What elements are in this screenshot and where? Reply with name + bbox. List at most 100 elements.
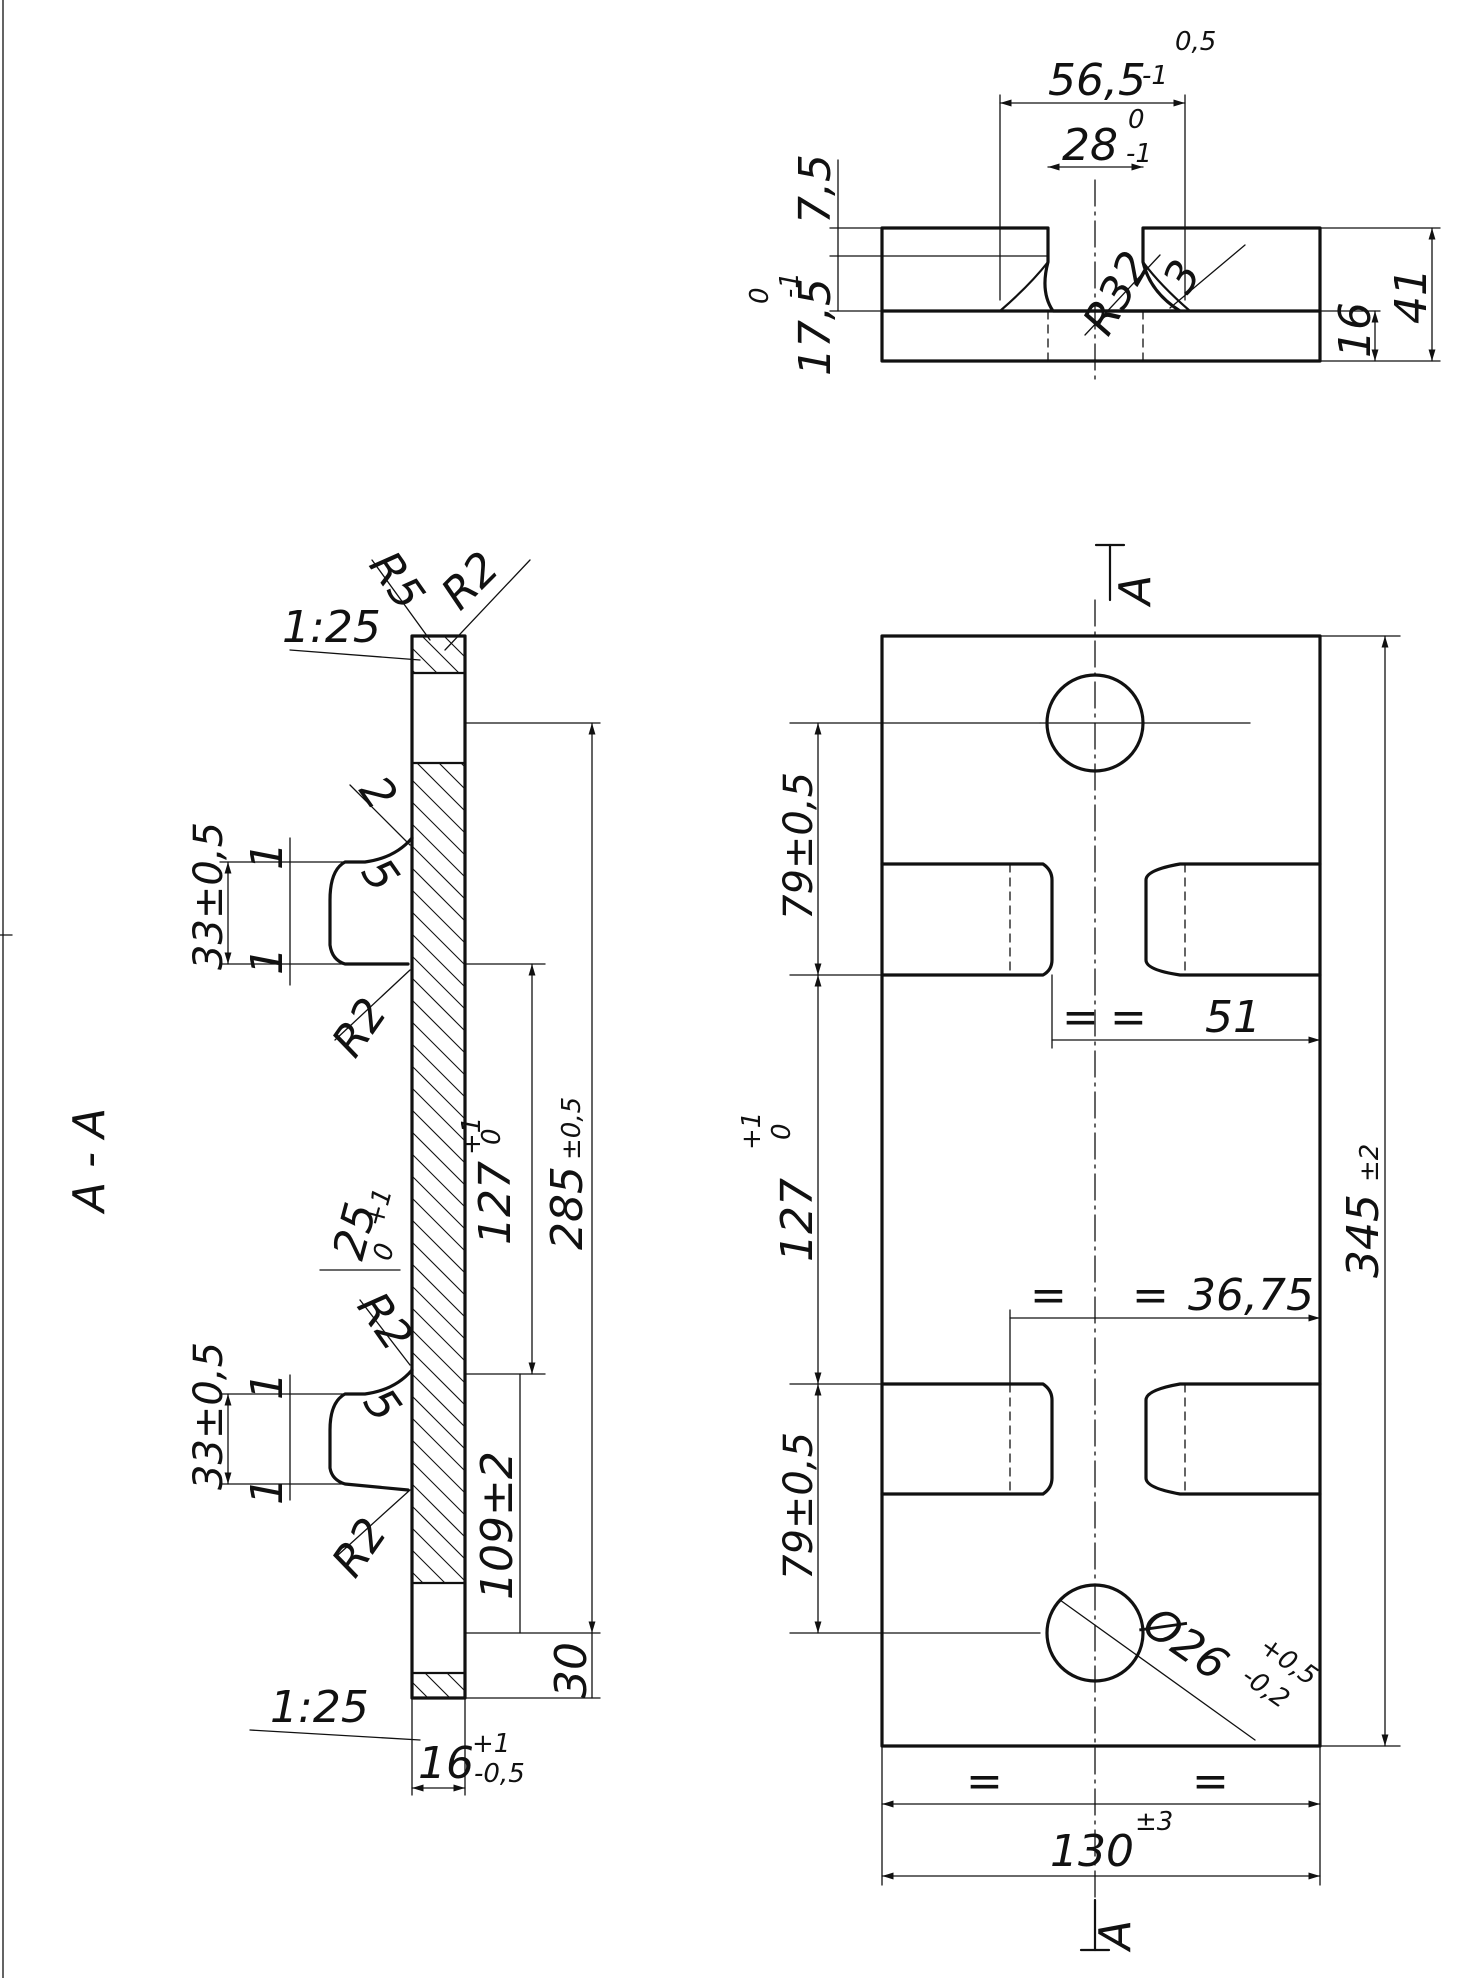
hatch-line xyxy=(412,801,465,856)
dim-41: 41 xyxy=(1386,268,1437,324)
dim-36-75: 36,75 xyxy=(1188,1270,1314,1321)
dim-130: 130 xyxy=(1050,1826,1134,1877)
hatch-line xyxy=(412,1351,465,1406)
leader-2 xyxy=(349,784,411,846)
shoulder-upper xyxy=(328,836,414,966)
plate-outline xyxy=(880,634,1322,1748)
hatch-line xyxy=(412,636,465,680)
eq-mark-right: = xyxy=(1192,1756,1229,1807)
hatch-line xyxy=(412,1461,465,1516)
dim-16-section: 16 xyxy=(418,1738,474,1789)
leader-r5 xyxy=(371,559,431,641)
section-marker-bottom: A xyxy=(1090,1920,1141,1953)
dim-30: 30 xyxy=(546,1642,597,1698)
taper-bottom: 1:25 xyxy=(270,1682,369,1733)
hatch-line xyxy=(412,1153,465,1208)
leader-r2-b xyxy=(359,1299,411,1366)
hatch-line xyxy=(412,1087,465,1142)
dim-7-5: 7,5 xyxy=(790,154,841,224)
hole-gap-bottom xyxy=(413,1583,464,1673)
dim-130-tol: ±3 xyxy=(1135,1807,1173,1837)
dim-79-b: 79±0,5 xyxy=(776,1432,822,1580)
dim-127-section-tol: +1 xyxy=(457,1117,487,1155)
dim-5-a: 5 xyxy=(351,849,409,901)
dim-51: 51 xyxy=(1205,992,1261,1043)
dim-127-section: 127 xyxy=(470,1161,521,1245)
radius-r2-top: R2 xyxy=(432,542,509,619)
dim-17-5: 17,5 xyxy=(790,278,841,376)
dim-285-tol: ±0,5 xyxy=(557,1097,587,1160)
hatch-line xyxy=(412,1285,465,1340)
eq-mark-left: = xyxy=(966,1756,1003,1807)
dim-56-5-tol-low: -1 xyxy=(1142,61,1168,91)
dim-28: 28 xyxy=(1062,120,1118,171)
hatch-line xyxy=(412,889,465,944)
dim-109: 109±2 xyxy=(472,1451,523,1600)
dim-56-5-tol: 0,5 xyxy=(1175,27,1216,57)
hatch-line xyxy=(412,1175,465,1230)
leader-r2-top xyxy=(444,559,531,651)
eq-mark: = xyxy=(1030,1270,1067,1321)
hatch-line xyxy=(412,1065,465,1120)
hatch-line xyxy=(412,823,465,878)
hatch-line xyxy=(412,1527,465,1582)
leader-r2-a xyxy=(334,969,411,1041)
leader-r32 xyxy=(1084,254,1161,336)
dim-16-section-tol-low: -0,5 xyxy=(474,1759,525,1789)
dim-17-5-tol: 0 xyxy=(745,287,775,304)
dim-1-c: 1 xyxy=(242,1372,293,1400)
dim-127-plan-tol-low: 0 xyxy=(767,1123,797,1140)
eq-mark: = xyxy=(1110,992,1147,1043)
taper-top: 1:25 xyxy=(282,602,381,653)
hatch-line xyxy=(412,1241,465,1296)
hatch-line xyxy=(412,1417,465,1472)
groove-left-flank xyxy=(998,226,1050,313)
hatch-line xyxy=(412,999,465,1054)
section-marker-top: A xyxy=(1110,575,1161,608)
dim-25-tol-low: 0 xyxy=(368,1240,401,1264)
hatch-line xyxy=(412,779,465,834)
top-view: 56,5 0,5 -1 28 0 -1 7,5 17,5 0 -1 R32 3 … xyxy=(745,27,1441,381)
hatch-line xyxy=(412,1329,465,1384)
dim-33-b: 33±0,5 xyxy=(186,1342,232,1490)
dim-79-a: 79±0,5 xyxy=(776,772,822,920)
dim-345: 345 xyxy=(1338,1194,1389,1278)
shoulder-lower xyxy=(328,1368,414,1492)
radius-r32: R32 xyxy=(1073,243,1160,343)
taper-top-line xyxy=(289,649,421,661)
section-outline xyxy=(410,634,467,1700)
hatch-line xyxy=(412,1439,465,1494)
dim-1-d: 1 xyxy=(242,1477,293,1505)
hatch-line xyxy=(412,1109,465,1164)
hatch-line xyxy=(412,911,465,966)
dim-127-plan: 127 xyxy=(772,1178,823,1262)
dim-16-section-tol: +1 xyxy=(472,1729,510,1759)
eq-mark: = xyxy=(1132,1270,1169,1321)
eq-mark: = xyxy=(1062,992,1099,1043)
dim-1-a: 1 xyxy=(242,842,293,870)
slot-lower-right xyxy=(1144,1382,1322,1496)
dim-127-section-tol-low: 0 xyxy=(477,1128,507,1145)
hatch-line xyxy=(412,1373,465,1428)
hatch-line xyxy=(412,757,465,812)
slot-lower-left xyxy=(880,1382,1054,1496)
plan-view: A A 79±0,5 127 +1 0 79±0,5 = = 51 = = 36… xyxy=(737,543,1401,1953)
hatch-line xyxy=(412,1483,465,1538)
hatch-line xyxy=(412,1681,465,1698)
slot-upper-left xyxy=(880,862,1054,977)
hatch-line xyxy=(412,1219,465,1274)
dim-56-5: 56,5 xyxy=(1048,55,1146,106)
groove-right-flank xyxy=(1141,226,1192,313)
dim-5-b: 5 xyxy=(353,1379,411,1431)
hole-gap-top xyxy=(413,673,464,763)
hatch-line xyxy=(412,636,465,658)
dim-28-tol-low: -1 xyxy=(1126,139,1152,169)
radius-r2-a: R2 xyxy=(322,989,397,1066)
hatch-line xyxy=(412,1395,465,1450)
dim-33-a: 33±0,5 xyxy=(186,822,232,970)
hatch-line xyxy=(412,955,465,1010)
hatch-line xyxy=(412,1021,465,1076)
hatch-line xyxy=(412,1197,465,1252)
